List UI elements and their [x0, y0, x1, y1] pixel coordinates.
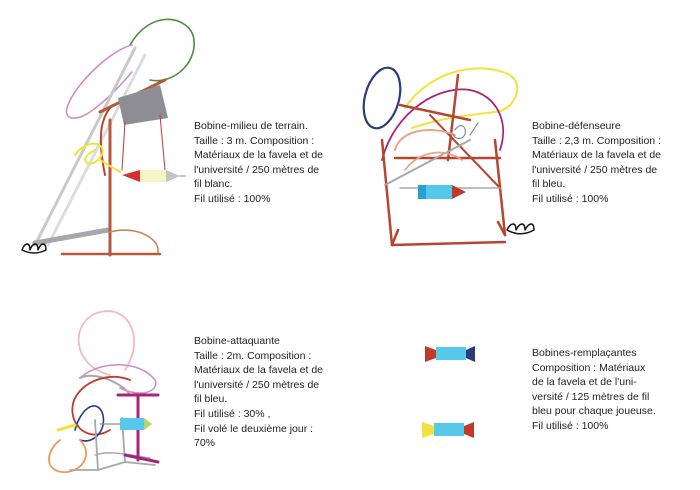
salmon-curve-2 [404, 151, 463, 171]
black-coil [21, 243, 47, 254]
spool-2-body [434, 423, 464, 436]
attaquante-spool-tip [144, 418, 152, 430]
caption-line: Fil utilisé : 100% [532, 192, 609, 205]
caption-line: fil blanc. [194, 178, 233, 191]
navy-ring [362, 66, 402, 130]
pink-loop-big [77, 310, 135, 376]
thread-2 [159, 114, 166, 171]
caption-remplacantes: Bobines-remplaçantes Composition : Matér… [532, 346, 656, 434]
caption-defenseure: Bobine-défenseure Taille : 2,3 m. Compos… [532, 119, 661, 207]
green-loop [129, 18, 195, 82]
spool-1-red-cap [425, 346, 436, 362]
gray-box [118, 85, 168, 125]
navy-loop [74, 405, 105, 442]
red-mast [446, 73, 460, 162]
caption-line: fil bleu. [532, 178, 566, 191]
thread-1 [121, 121, 126, 171]
red-corner-r [496, 220, 507, 237]
white-rail-2 [46, 53, 147, 247]
caption-line: de la favela et de l'uni- [532, 376, 637, 389]
magenta-arc [381, 88, 505, 161]
caption-line: Fil volé le deuxième jour : [194, 422, 314, 435]
yellow-tail [99, 159, 121, 173]
pink-swirl [79, 363, 157, 394]
red-cone [122, 170, 140, 182]
red-frame-left [380, 138, 394, 247]
yellow-cap-line [56, 423, 77, 432]
bobine-defenseure-drawing [362, 66, 535, 247]
magenta-foot [123, 453, 160, 464]
spool-body [140, 170, 166, 182]
red-corner-l [390, 228, 400, 247]
caption-line: 70% [194, 437, 216, 450]
caption-line: l'université / 250 mètres de [532, 163, 658, 176]
bobine-attaquante-drawing [48, 310, 160, 473]
caption-line: Fil utilisé : 100% [194, 192, 271, 205]
red-tip [452, 185, 466, 199]
caption-line: fil bleu. [194, 393, 228, 406]
caption-line: Bobine-défenseure [532, 120, 621, 132]
caption-line: l'université / 250 mètres de [194, 378, 320, 391]
caption-attaquante: Bobine-attaquante Taille : 2m. Compositi… [194, 334, 323, 451]
red-base [390, 240, 507, 247]
caption-line: versité / 125 mètres de fil [532, 390, 650, 403]
yellow-knot [74, 142, 104, 165]
red-wire [99, 107, 111, 176]
caption-line: Matériaux de la favela et de [194, 364, 323, 377]
spool-2-yellow-cap [422, 422, 434, 438]
spool-1-body [436, 347, 466, 360]
spool-1-navy-cap [466, 346, 475, 362]
gray-curve [79, 374, 131, 396]
caption-line: bleu pour chaque joueuse. [532, 405, 656, 418]
caption-line: Taille : 2m. Composition : [194, 349, 312, 362]
attaquante-spool-body [120, 418, 144, 430]
red-loop [71, 376, 131, 436]
gray-base-2 [94, 452, 151, 459]
black-coil-2 [506, 223, 535, 235]
cyan-cap [418, 185, 426, 199]
spool-2-red-cap [464, 422, 474, 438]
bobine-milieu-drawing [21, 18, 195, 257]
gray-scribble [452, 122, 479, 140]
caption-line: Taille : 2,3 m. Composition : [532, 134, 661, 147]
caption-line: Fil utilisé : 100% [532, 419, 609, 432]
caption-line: Matériaux de la favela et de [194, 149, 323, 162]
gray-bar [32, 227, 111, 246]
orange-loop [48, 439, 87, 473]
gray-base [69, 461, 156, 471]
gray-rod [384, 139, 471, 186]
salmon-curve [394, 129, 456, 151]
caption-line: Bobine-attaquante [194, 335, 280, 347]
caption-line: Fil utilisé : 30% , [194, 407, 271, 420]
tan-arc [109, 229, 159, 253]
red-diagonal [429, 114, 501, 189]
caption-line: Taille : 3 m. Composition : [194, 134, 315, 147]
gray-cone [166, 170, 180, 182]
red-frame-top [398, 103, 472, 122]
caption-line: Composition : Matériaux [532, 361, 646, 374]
bobines-remplacantes-drawing [422, 346, 475, 438]
caption-line: Matériaux de la favela et de [532, 149, 661, 162]
gray-post-1 [94, 419, 99, 471]
caption-milieu: Bobine-milieu de terrain. Taille : 3 m. … [194, 119, 323, 207]
caption-line: Bobine-milieu de terrain. [194, 120, 308, 132]
caption-line: l'université / 250 mètres de [194, 163, 320, 176]
cyan-body [426, 185, 452, 199]
caption-line: Bobines-remplaçantes [532, 347, 637, 359]
